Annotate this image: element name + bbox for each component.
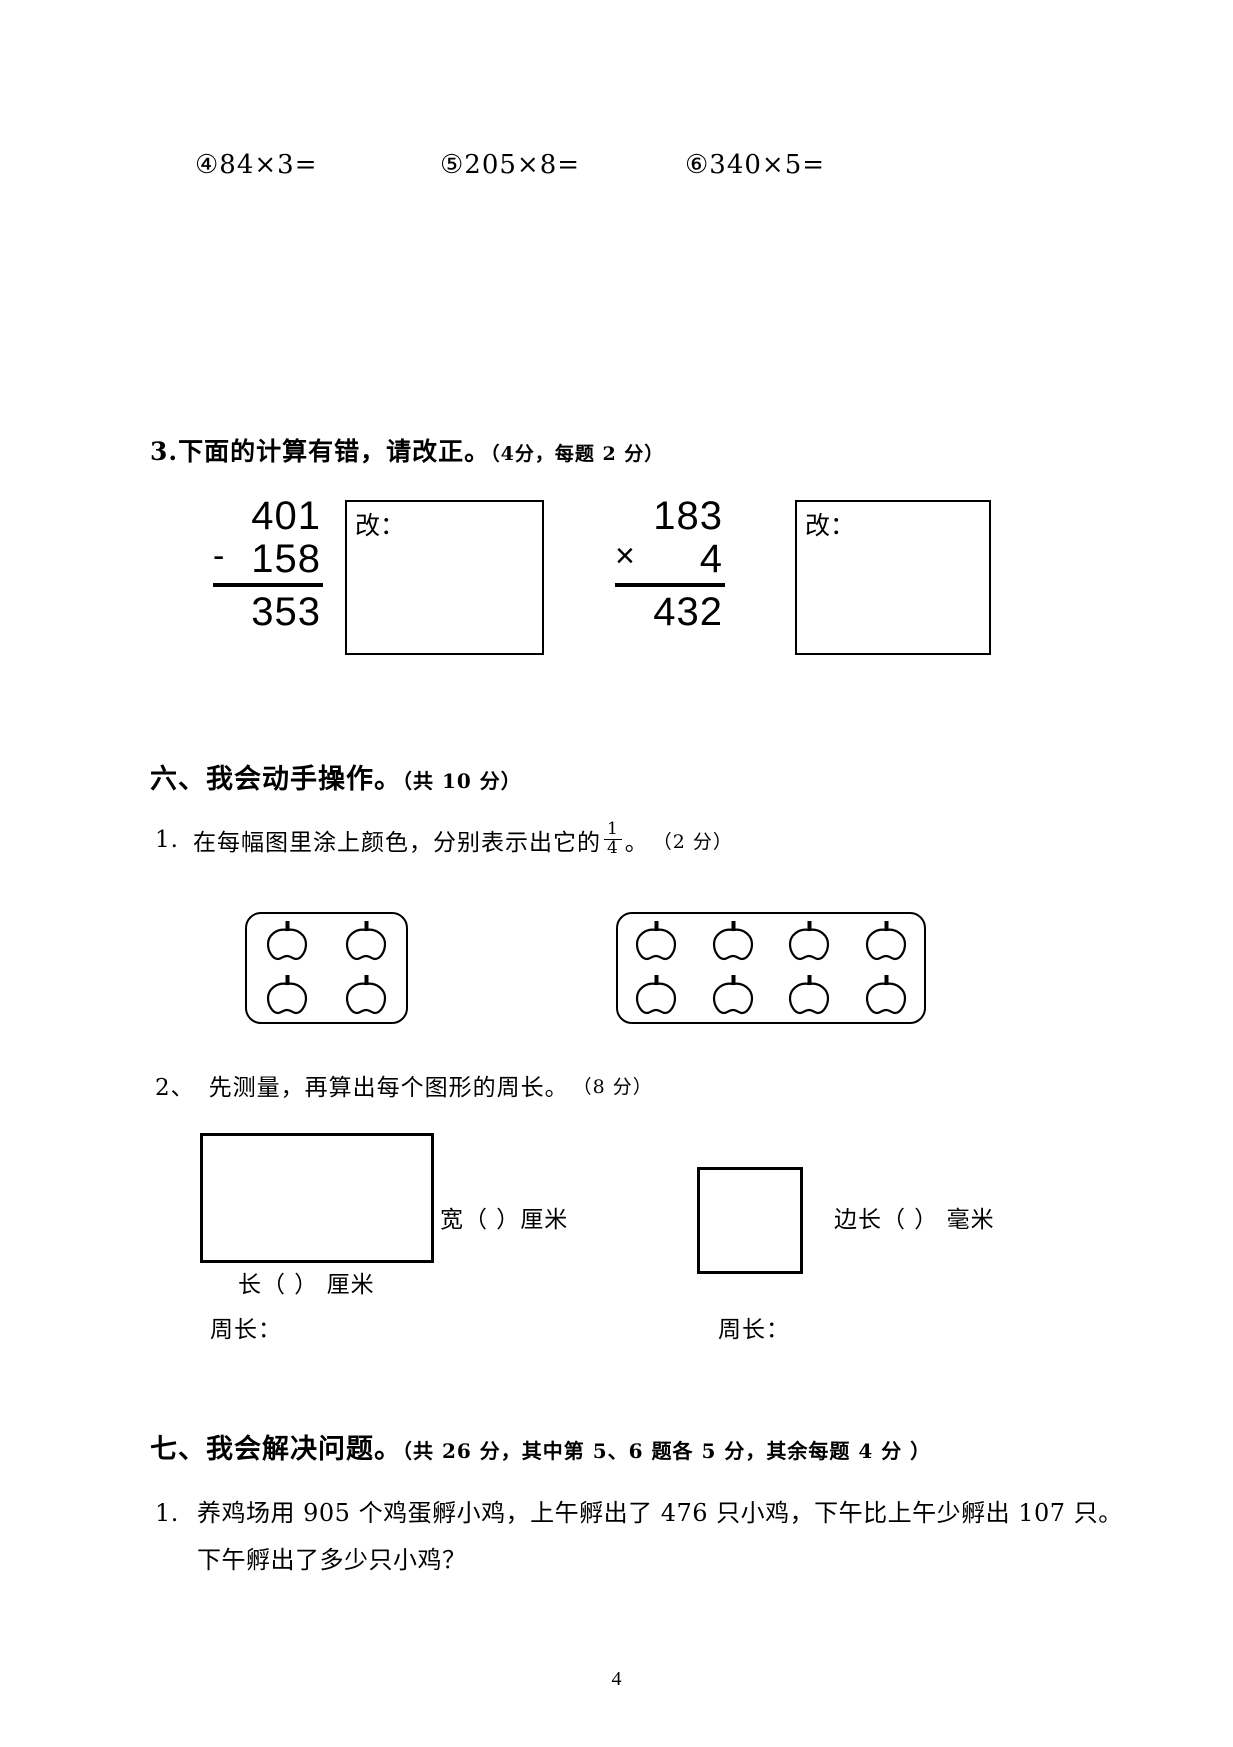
rectangle-width-label[interactable]: 宽（ ）厘米 <box>440 1207 569 1233</box>
apple-icon <box>631 971 681 1019</box>
section-7-heading: 七、我会解决问题。（共 26 分，其中第 5、6 题各 5 分，其余每题 4 分… <box>150 1427 931 1466</box>
tray-8-apples[interactable] <box>616 912 926 1024</box>
apple-icon <box>708 971 758 1019</box>
top-exercise-row: ④84×3= ⑤205×8= ⑥340×5= <box>195 150 1095 190</box>
item-number: 1. <box>155 827 179 854</box>
fraction-numerator: 1 <box>603 820 622 840</box>
apple-icon <box>784 971 834 1019</box>
question-3-points: （4分， <box>490 443 555 465</box>
question-3-points-small: 每题 2 分） <box>554 443 665 465</box>
apple-icon <box>262 971 312 1019</box>
square-shape <box>697 1167 803 1274</box>
multiplier: 4 <box>699 537 723 582</box>
exercise-4: ④84×3= <box>195 150 318 180</box>
item-text: 先测量，再算出每个图形的周长。 <box>208 1075 569 1101</box>
apple-icon <box>341 917 391 965</box>
tray-4-apples[interactable] <box>245 912 408 1024</box>
subtrahend: 158 <box>251 537 321 582</box>
exercise-6: ⑥340×5= <box>685 150 826 180</box>
operator-minus: - <box>213 537 226 576</box>
apple-icon <box>708 917 758 965</box>
apple-icon <box>861 917 911 965</box>
exercise-5: ⑤205×8= <box>440 150 581 180</box>
section-7-title: 七、我会解决问题。 <box>150 1434 402 1465</box>
item-number: 2、 <box>155 1075 195 1101</box>
section-6-title: 六、我会动手操作。 <box>150 764 402 795</box>
question-3-number: 3. <box>150 437 179 466</box>
vertical-calculation-subtraction: 401 -158 353 <box>213 494 323 635</box>
question-3-heading: 3.下面的计算有错，请改正。（4分，每题 2 分） <box>150 432 664 468</box>
section-6-heading: 六、我会动手操作。（共 10 分） <box>150 757 522 796</box>
product: 432 <box>653 590 723 635</box>
vertical-calculation-multiplication: 183 ×4 432 <box>615 494 725 635</box>
apple-icon <box>631 917 681 965</box>
apple-icon <box>861 971 911 1019</box>
operator-times: × <box>615 537 636 576</box>
fraction-denominator: 4 <box>606 837 619 858</box>
apple-icon <box>262 917 312 965</box>
square-perimeter-label[interactable]: 周长： <box>718 1317 790 1343</box>
section-6-points: （共 10 分） <box>402 769 522 793</box>
rectangle-shape <box>200 1133 434 1263</box>
problem-text: 养鸡场用 905 个鸡蛋孵小鸡，上午孵出了 476 只小鸡，下午比上午少孵出 1… <box>197 1499 1123 1574</box>
page-number: 4 <box>611 1668 622 1690</box>
apple-icon <box>341 971 391 1019</box>
problem-number: 1. <box>155 1499 179 1527</box>
correction-label: 改： <box>355 511 406 540</box>
item-text-after: 。 <box>624 830 649 857</box>
subtrahend-row: -158 <box>213 537 323 588</box>
difference: 353 <box>251 590 321 635</box>
apple-icon <box>784 917 834 965</box>
multiplier-row: ×4 <box>615 537 725 588</box>
fraction-one-quarter: 1 4 <box>603 820 622 858</box>
item-points: （2 分） <box>652 830 733 853</box>
rectangle-length-label[interactable]: 长（ ） 厘米 <box>238 1272 375 1298</box>
item-points: （8 分） <box>572 1075 653 1098</box>
correction-label: 改： <box>805 511 856 540</box>
square-side-label[interactable]: 边长（ ） 毫米 <box>834 1207 995 1233</box>
correction-box-subtraction[interactable]: 改： <box>345 500 544 655</box>
section7-problem-1: 1. 养鸡场用 905 个鸡蛋孵小鸡，上午孵出了 476 只小鸡，下午比上午少孵… <box>155 1490 1135 1584</box>
multiplicand: 183 <box>653 494 723 538</box>
section6-item1-heading: 1. 在每幅图里涂上颜色，分别表示出它的 1 4 。 （2 分） <box>155 820 733 859</box>
rectangle-perimeter-label[interactable]: 周长： <box>210 1317 282 1343</box>
item-text: 在每幅图里涂上颜色，分别表示出它的 <box>192 830 601 857</box>
correction-box-multiplication[interactable]: 改： <box>795 500 991 655</box>
section6-item2-heading: 2、 先测量，再算出每个图形的周长。 （8 分） <box>155 1068 653 1102</box>
minuend: 401 <box>251 494 321 538</box>
section-7-points: （共 26 分，其中第 5、6 题各 5 分，其余每题 4 分 ） <box>402 1439 932 1463</box>
question-3-title: 下面的计算有错，请改正。 <box>178 437 491 466</box>
